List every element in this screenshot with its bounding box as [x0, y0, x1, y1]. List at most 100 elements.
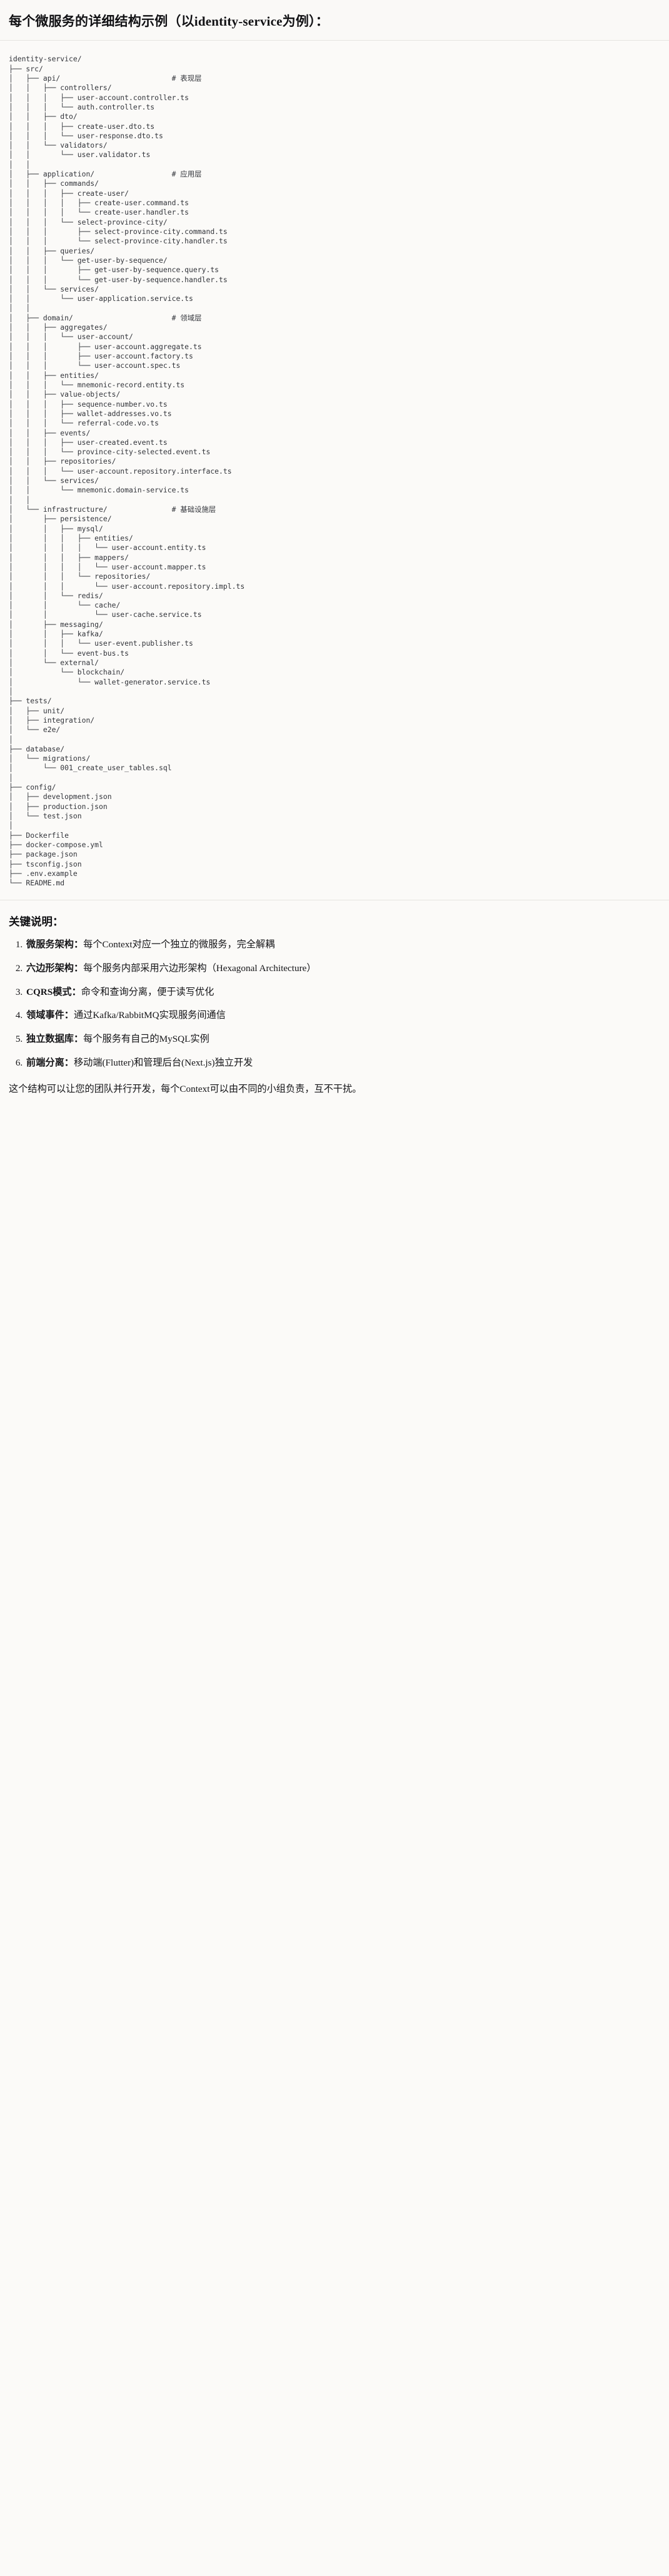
key-point-separator: ： [71, 986, 81, 997]
tree-line: ├── tsconfig.json [9, 859, 82, 868]
tree-line: │ │ │ ├── user-account.aggregate.ts [9, 342, 202, 351]
tree-line: ├── package.json [9, 850, 78, 859]
tree-line: │ │ ├── dto/ [9, 112, 78, 121]
key-point-item: 六边形架构：每个服务内部采用六边形架构（Hexagonal Architectu… [25, 962, 660, 976]
tree-line: │ [9, 773, 13, 782]
tree-line: │ │ ├── kafka/ [9, 629, 103, 639]
page-title: 每个微服务的详细结构示例（以identity-service为例）： [9, 14, 329, 29]
tree-line: │ │ └── redis/ [9, 591, 103, 600]
tree-line: │ │ │ └── user-account.spec.ts [9, 361, 181, 370]
tree-line: │ └── external/ [9, 658, 99, 668]
tree-line: │ [9, 735, 13, 744]
key-point-term: 六边形架构 [26, 962, 74, 974]
tree-line: │ │ │ ├── wallet-addresses.vo.ts [9, 409, 172, 418]
tree-line: │ │ ├── value-objects/ [9, 390, 121, 399]
tree-line: │ │ ├── queries/ [9, 246, 95, 255]
key-point-description: 每个服务内部采用六边形架构（Hexagonal Architecture） [83, 962, 316, 974]
tree-line: │ │ │ └── user-account.repository.impl.t… [9, 581, 245, 591]
tree-line: ├── Dockerfile [9, 830, 69, 840]
tree-line: │ ├── production.json [9, 802, 108, 811]
tree-line: │ │ │ ├── create-user.dto.ts [9, 121, 155, 131]
tree-line: │ │ ├── entities/ [9, 370, 99, 380]
key-point-term: 前端分离 [26, 1057, 64, 1069]
tree-line: │ ├── unit/ [9, 706, 65, 715]
tree-line: │ │ │ └── auth.controller.ts [9, 102, 155, 111]
tree-line: │ └── wallet-generator.service.ts [9, 677, 211, 686]
tree-line: │ ├── application/ # 应用层 [9, 170, 202, 179]
tree-line: │ ├── development.json [9, 792, 112, 802]
key-points-list: 微服务架构：每个Context对应一个独立的微服务，完全解耦六边形架构：每个服务… [9, 938, 660, 1071]
tree-line: │ [9, 686, 13, 696]
tree-line: │ │ └── event-bus.ts [9, 648, 129, 658]
tree-line: │ │ ├── events/ [9, 428, 91, 437]
key-point-separator: ： [64, 1057, 74, 1069]
tree-line: │ │ │ ├── user-account.controller.ts [9, 93, 189, 102]
tree-line: ├── database/ [9, 744, 65, 753]
tree-line: │ └── test.json [9, 812, 82, 821]
tree-line: │ │ │ └── user-event.publisher.ts [9, 639, 193, 648]
directory-tree-block: identity-service/├── src/│ ├── api/ # 表现… [0, 41, 669, 900]
tree-line: │ │ │ ├── sequence-number.vo.ts [9, 399, 168, 409]
tree-line: │ │ │ └── referral-code.vo.ts [9, 419, 159, 428]
tree-line: │ │ │ └── get-user-by-sequence.handler.t… [9, 275, 228, 284]
tree-line: │ ├── integration/ [9, 715, 95, 725]
key-point-separator: ： [73, 1034, 84, 1045]
tree-line: identity-service/ [9, 54, 82, 64]
key-point-description: 移动端(Flutter)和管理后台(Next.js)独立开发 [73, 1057, 253, 1069]
tree-line: │ │ │ ├── user-created.event.ts [9, 437, 168, 447]
tree-line: │ │ │ └── user-account/ [9, 332, 133, 342]
tree-line: │ │ └── validators/ [9, 141, 108, 150]
tree-line: │ │ └── cache/ [9, 601, 121, 610]
key-point-item: CQRS模式：命令和查询分离，便于读写优化 [25, 985, 660, 1000]
tree-line: │ └── blockchain/ [9, 668, 125, 677]
tree-line: │ ├── persistence/ [9, 514, 112, 524]
directory-tree: identity-service/├── src/│ ├── api/ # 表现… [9, 54, 660, 888]
tree-line: │ [9, 821, 13, 830]
tree-line: │ │ │ └── select-province-city/ [9, 217, 168, 227]
tree-line: │ └── infrastructure/ # 基础设施层 [9, 505, 216, 514]
tree-line: │ │ │ ├── mappers/ [9, 552, 129, 562]
key-points-title: 关键说明： [9, 915, 64, 928]
tree-line: │ │ ├── aggregates/ [9, 323, 108, 332]
key-point-term: 领域事件 [26, 1010, 64, 1021]
tree-line: │ │ └── services/ [9, 476, 99, 486]
key-point-term: 独立数据库 [26, 1034, 74, 1045]
tree-line: │ │ │ └── mnemonic-record.entity.ts [9, 380, 185, 389]
tree-line: │ │ │ ├── user-account.factory.ts [9, 352, 193, 361]
tree-line: ├── docker-compose.yml [9, 840, 103, 849]
key-point-item: 前端分离：移动端(Flutter)和管理后台(Next.js)独立开发 [25, 1056, 660, 1071]
tree-line: ├── tests/ [9, 696, 52, 706]
tree-line: │ │ ├── repositories/ [9, 457, 116, 466]
tree-line: │ │ [9, 160, 31, 169]
tree-line: │ │ │ └── select-province-city.handler.t… [9, 237, 228, 246]
tree-line: ├── .env.example [9, 868, 78, 878]
tree-line: │ │ │ ├── get-user-by-sequence.query.ts [9, 265, 219, 275]
tree-line: │ │ │ └── get-user-by-sequence/ [9, 255, 168, 265]
key-point-item: 领域事件：通过Kafka/RabbitMQ实现服务间通信 [25, 1009, 660, 1023]
key-point-separator: ： [64, 1010, 74, 1021]
tree-line: │ │ │ │ ├── create-user.command.ts [9, 198, 189, 208]
tree-line: │ ├── domain/ # 领域层 [9, 313, 202, 322]
tree-line: │ │ └── user-cache.service.ts [9, 610, 202, 619]
tree-line: ├── src/ [9, 64, 43, 73]
tree-line: │ └── 001_create_user_tables.sql [9, 763, 172, 773]
tree-line: │ │ │ ├── create-user/ [9, 188, 129, 198]
key-point-description: 通过Kafka/RabbitMQ实现服务间通信 [73, 1010, 226, 1021]
tree-line: │ │ ├── commands/ [9, 179, 99, 188]
key-point-term: CQRS模式 [26, 986, 72, 997]
tree-line: │ │ │ ├── entities/ [9, 533, 133, 542]
tree-line: │ │ └── services/ [9, 284, 99, 293]
key-point-item: 微服务架构：每个Context对应一个独立的微服务，完全解耦 [25, 938, 660, 952]
key-point-description: 每个Context对应一个独立的微服务，完全解耦 [83, 939, 275, 950]
key-points-section: 关键说明： 微服务架构：每个Context对应一个独立的微服务，完全解耦六边形架… [0, 899, 669, 1111]
key-point-separator: ： [73, 939, 84, 950]
page-header: 每个微服务的详细结构示例（以identity-service为例）： [0, 0, 669, 41]
tree-line: │ │ │ │ └── user-account.entity.ts [9, 543, 206, 552]
tree-line: │ │ │ │ └── create-user.handler.ts [9, 208, 189, 217]
tree-line: │ │ │ ├── select-province-city.command.t… [9, 227, 228, 236]
closing-paragraph: 这个结构可以让您的团队并行开发，每个Context可以由不同的小组负责，互不干扰… [9, 1083, 362, 1094]
key-point-item: 独立数据库：每个服务有自己的MySQL实例 [25, 1032, 660, 1047]
tree-line: │ │ │ └── user-account.repository.interf… [9, 466, 232, 476]
tree-line: └── README.md [9, 878, 65, 888]
tree-line: │ │ └── mnemonic.domain-service.ts [9, 486, 189, 495]
